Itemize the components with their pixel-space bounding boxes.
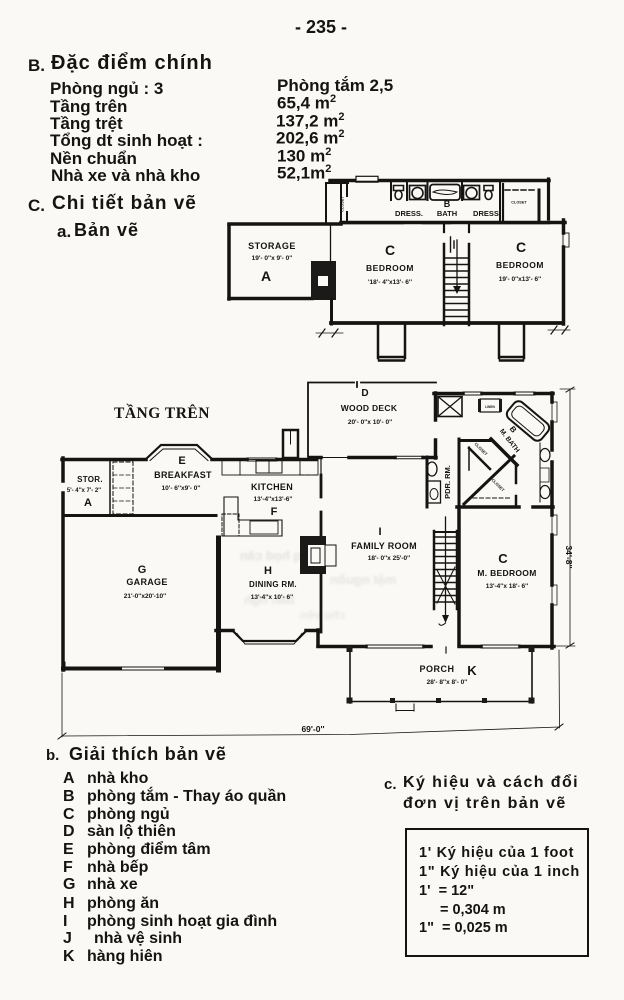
svg-text:20'- 0''x 10'- 0'': 20'- 0''x 10'- 0'' [348, 419, 393, 426]
svg-text:DINING RM.: DINING RM. [249, 580, 297, 589]
svg-text:CLOSET: CLOSET [511, 201, 527, 205]
svg-text:F: F [271, 506, 278, 518]
svg-text:LINEN: LINEN [485, 405, 495, 409]
svg-text:C: C [516, 239, 526, 255]
svg-text:E: E [178, 455, 185, 467]
svg-text:STORAGE: STORAGE [248, 241, 296, 251]
svg-text:CLOSET: CLOSET [491, 477, 506, 492]
svg-text:G: G [138, 564, 147, 576]
svg-text:A: A [84, 497, 92, 509]
svg-text:FAMILY ROOM: FAMILY ROOM [351, 541, 417, 551]
svg-text:DRESS.: DRESS. [395, 209, 423, 218]
svg-text:19'- 0''x 9'- 0'': 19'- 0''x 9'- 0'' [252, 255, 293, 262]
svg-text:DRESS.: DRESS. [473, 209, 501, 218]
svg-text:KITCHEN: KITCHEN [251, 482, 293, 492]
svg-text:13'-4''x 10'- 6'': 13'-4''x 10'- 6'' [251, 594, 294, 601]
svg-text:B: B [444, 199, 451, 209]
svg-text:BATH: BATH [437, 209, 457, 218]
svg-text:BREAKFAST: BREAKFAST [154, 470, 212, 480]
svg-text:BEDROOM: BEDROOM [366, 263, 414, 273]
svg-text:69'-0'': 69'-0'' [301, 724, 324, 734]
svg-text:10'- 6''x9'- 0'': 10'- 6''x9'- 0'' [162, 485, 201, 492]
svg-text:K: K [467, 663, 477, 678]
svg-text:B: B [508, 424, 519, 434]
svg-text:28'- 8''x 8'- 0'': 28'- 8''x 8'- 0'' [427, 679, 468, 686]
svg-text:CLOSET: CLOSET [341, 196, 345, 212]
svg-text:M. BEDROOM: M. BEDROOM [477, 568, 536, 578]
svg-text:13'-4''x13'-6'': 13'-4''x13'-6'' [254, 496, 293, 503]
svg-text:I: I [378, 526, 381, 538]
svg-text:21'-0''x20'-10'': 21'-0''x20'-10'' [124, 593, 167, 600]
svg-text:GARAGE: GARAGE [126, 577, 167, 587]
svg-text:'18'- 4''x13'- 6'': '18'- 4''x13'- 6'' [368, 279, 413, 286]
svg-text:5'- 4''x 7'- 2'': 5'- 4''x 7'- 2'' [67, 488, 102, 494]
svg-text:PORCH: PORCH [419, 664, 454, 674]
svg-text:C: C [498, 551, 508, 566]
svg-text:PDR. RM.: PDR. RM. [443, 465, 452, 499]
svg-text:STOR.: STOR. [77, 475, 103, 484]
svg-text:D: D [361, 388, 368, 399]
svg-text:H: H [264, 565, 272, 577]
svg-text:A: A [261, 268, 271, 284]
svg-text:WOOD DECK: WOOD DECK [341, 403, 398, 413]
svg-text:C: C [385, 242, 395, 258]
svg-text:BEDROOM: BEDROOM [496, 260, 544, 270]
svg-text:13'-4''x 18'- 6'': 13'-4''x 18'- 6'' [486, 583, 529, 590]
svg-text:18'- 0''x 25'-0'': 18'- 0''x 25'-0'' [368, 555, 411, 562]
svg-text:34'-8'': 34'-8'' [564, 545, 574, 568]
svg-text:19'- 0''x13'- 6'': 19'- 0''x13'- 6'' [499, 276, 542, 283]
